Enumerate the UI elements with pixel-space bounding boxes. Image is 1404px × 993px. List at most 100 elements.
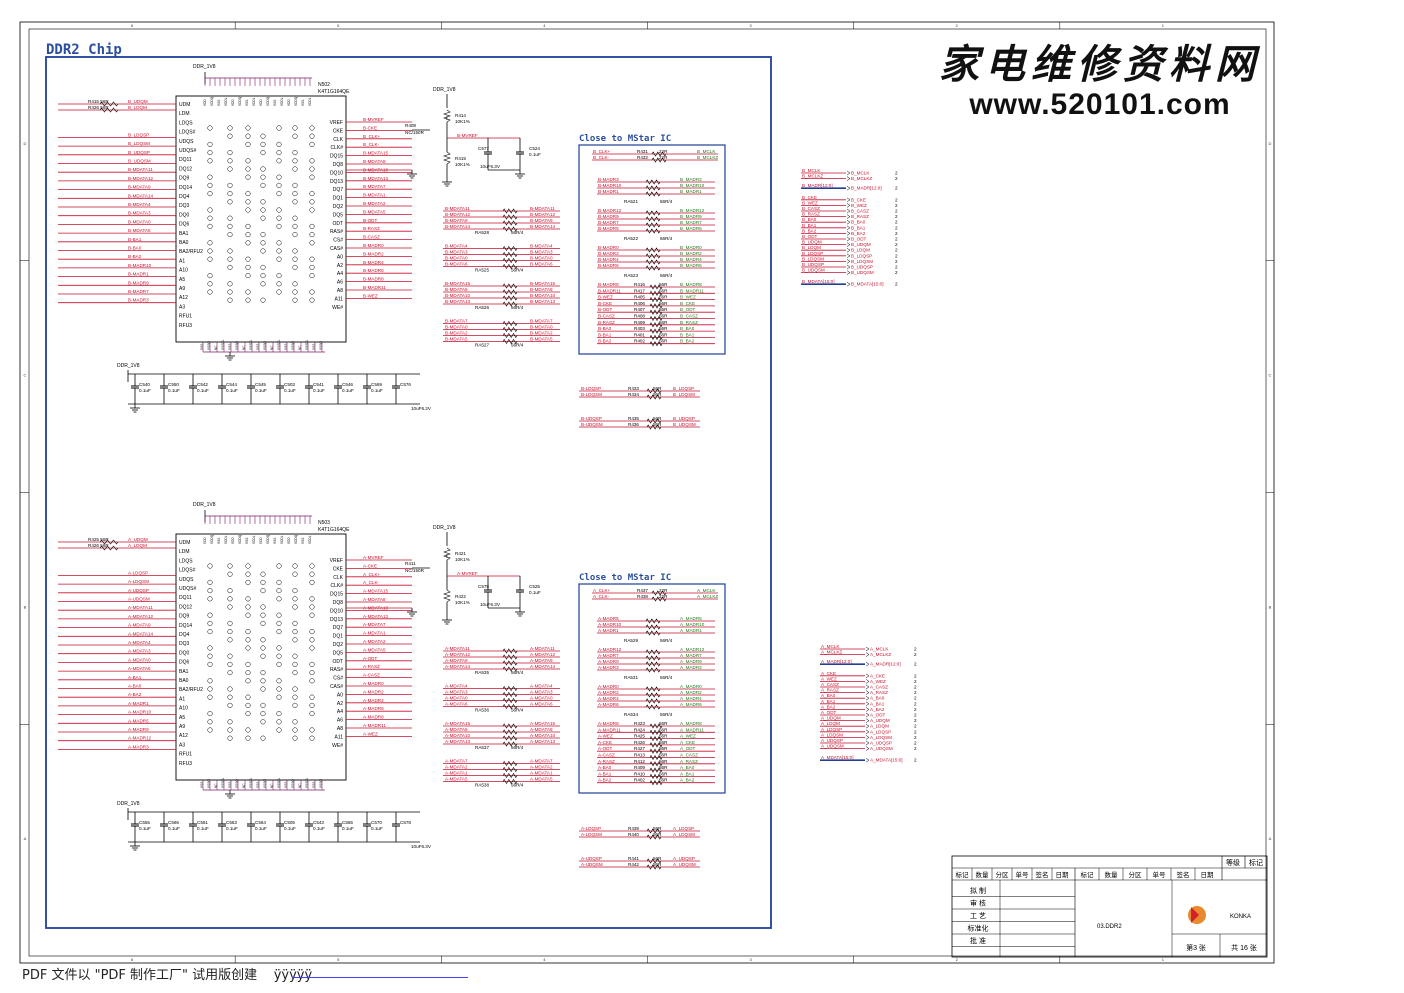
ground-pin-name: VSSDL (305, 777, 309, 788)
chip-right-pin-name: A6 (337, 718, 343, 724)
ball-pad (276, 563, 282, 569)
net-label: A-MDATA11 (530, 646, 555, 651)
resistor-symbol (649, 735, 663, 742)
chip-right-pin-name: CLK (333, 575, 343, 581)
net-label: A-WEZ (363, 731, 378, 736)
supply-label: DDR_1V8 (117, 801, 140, 807)
ball-pad (207, 588, 213, 594)
ball-pad (245, 125, 251, 131)
port-sheet-ref: 2 (914, 741, 917, 746)
ball-pad (207, 711, 213, 717)
ball-pad (260, 711, 266, 717)
capacitor-value: 0.1uF (371, 388, 383, 393)
ground-pin-name: VSSQ (319, 341, 323, 350)
capacitor-value: 0.1uF (313, 388, 325, 393)
resistor-ref: R423 (634, 721, 645, 726)
net-label: B-MDATA13 (530, 299, 556, 304)
resistor-value: 56R (659, 721, 668, 726)
net-label: A-MDATA5 (363, 647, 386, 652)
net-label: A_MADR1 (680, 628, 702, 633)
ball-pad (227, 248, 233, 254)
port-label: B_RASZ (851, 214, 869, 219)
net-label: A-MDATA1 (363, 631, 386, 636)
port-sheet-ref: 2 (914, 647, 917, 652)
company-logo-text: KONKA (1230, 914, 1251, 920)
ball-pad (260, 588, 266, 594)
ball-pad (260, 264, 266, 270)
ball-pad (309, 678, 315, 684)
ground-pin-name: VSSDL (305, 339, 309, 350)
net-label: A_UDQSM (673, 862, 696, 867)
frame-row-label: B (1269, 604, 1272, 609)
power-pin-name: VSS (273, 100, 277, 106)
net-label: A-MADR11 (598, 727, 621, 732)
net-label: B_MADR5 (680, 226, 702, 231)
net-label: A-MADR3 (598, 665, 619, 670)
resistor-symbol (646, 424, 662, 430)
net-label: A-MDATA8 (530, 727, 553, 732)
grade-label: 等级 (1226, 858, 1240, 867)
ball-pad (207, 620, 213, 626)
net-label: A-MDATA11 (128, 605, 153, 610)
revision-header: 分区 (1129, 870, 1143, 879)
port-label: A_MADR[12:0] (870, 662, 901, 667)
capacitor-ref: C544 (226, 382, 237, 387)
net-label: A_WEZ (680, 734, 696, 739)
power-pin-name: VDDL (280, 97, 284, 106)
chip-left-pin-name: DQ9 (179, 614, 190, 620)
resistor-ref: R409 (634, 765, 645, 770)
net-label: A-MADR12 (598, 647, 622, 652)
ground-pin-name: VSS (312, 344, 316, 350)
port-arrow (846, 259, 851, 264)
chip-left-pin-name: RFU3 (179, 761, 192, 767)
revision-header: 标记 (956, 870, 970, 879)
ball-pad (260, 166, 266, 172)
ground-pin-name: NC (214, 783, 218, 788)
ball-pad (292, 199, 298, 205)
net-label: B_LDQSP (128, 132, 149, 137)
power-pin-name: VDDQ (266, 96, 270, 106)
ball-pad (207, 579, 213, 585)
ball-pad (245, 612, 251, 618)
net-label: B-MDATA7 (445, 319, 468, 324)
net-label: A_MADR3 (680, 665, 702, 670)
ball-pad (309, 273, 315, 279)
chip-right-pin-name: DQ5 (333, 212, 344, 218)
capacitor-ref: C550 (168, 382, 179, 387)
mstar-box-title: Close to MStar IC (579, 134, 671, 144)
footer-link[interactable]: ÿÿÿÿÿ (273, 968, 313, 983)
net-label: A-MDATA3 (530, 690, 553, 695)
net-label: B-BA1 (598, 332, 612, 337)
power-pin-name: VDDQ (238, 534, 242, 544)
port-label: A_UDQM (870, 718, 890, 723)
power-pin-name: VSS (301, 538, 305, 544)
port-arrow (846, 247, 851, 253)
net-label: B-MDATA12 (445, 212, 471, 217)
frame-row-label: D (1269, 141, 1272, 146)
port-arrow (846, 214, 851, 219)
chip-right-pin-name: A0 (337, 254, 343, 260)
capacitor-value: 0.1uF (168, 826, 180, 831)
net-label: B-MDATA6 (128, 228, 151, 233)
resistor-ref: R436 (628, 422, 639, 427)
ground-pin-name: VSSDL (249, 777, 253, 788)
port-arrow (846, 219, 851, 225)
frame-col-label: 3 (749, 957, 752, 962)
ball-pad (292, 215, 298, 221)
net-label: A-MADR12 (128, 736, 152, 741)
chip-left-pin-name: UDQS# (179, 148, 196, 154)
frame-col-label: 1 (1162, 957, 1165, 962)
frame-col-label: 4 (543, 957, 546, 962)
chip-left-pin-name: A12 (179, 733, 188, 739)
chip-right-pin-name: DQ1 (333, 634, 344, 640)
net-label: A-MDATA9 (128, 623, 151, 628)
net-label: B_CKE (802, 195, 817, 200)
ball-pad (207, 207, 213, 213)
resistor-symbol (502, 257, 518, 264)
sheet-total: 共 16 张 (1231, 943, 1257, 952)
resistor-label: R426 56R (88, 543, 109, 548)
ball-pad (227, 182, 233, 188)
resistor-value: 56R (659, 765, 668, 770)
chip-left-pin-name: DQ12 (179, 166, 192, 172)
resistor-symbol (502, 703, 518, 710)
